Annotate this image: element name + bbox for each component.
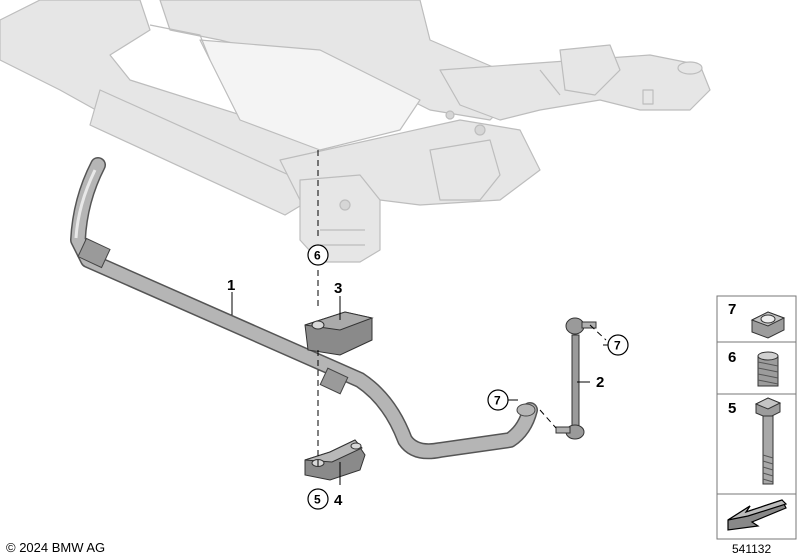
reference-lines — [317, 150, 607, 470]
callout-7b-circle: 7 — [487, 389, 509, 411]
arrow-symbol-icon — [727, 499, 788, 531]
hex-nut-icon — [750, 311, 786, 339]
hex-bolt-icon — [754, 397, 782, 485]
callout-5: 5 — [314, 493, 321, 507]
bracket-lower — [304, 439, 366, 481]
fastener-legend: 7 6 5 — [716, 295, 797, 540]
legend-number-6: 6 — [728, 349, 736, 366]
callout-5-circle: 5 — [307, 488, 329, 510]
callout-7a: 7 — [614, 339, 621, 353]
stabilizer-bar — [70, 157, 538, 460]
threaded-insert-icon — [757, 351, 779, 387]
callout-3: 3 — [334, 280, 342, 297]
callout-2: 2 — [596, 374, 604, 391]
rubber-mount-upper — [304, 311, 374, 356]
swing-support-link — [555, 317, 597, 440]
copyright-notice: © 2024 BMW AG — [6, 540, 106, 555]
callout-7b: 7 — [494, 394, 501, 408]
callout-4: 4 — [334, 492, 343, 509]
callout-1: 1 — [227, 277, 235, 294]
diagram-number: 541132 — [732, 542, 772, 556]
front-subframe — [0, 0, 711, 263]
callout-7a-circle: 7 — [607, 334, 629, 356]
legend-number-7: 7 — [728, 301, 736, 318]
legend-number-5: 5 — [728, 400, 736, 417]
callout-6: 6 — [314, 249, 321, 263]
leader-lines — [231, 292, 610, 485]
callout-6-circle: 6 — [307, 244, 329, 266]
